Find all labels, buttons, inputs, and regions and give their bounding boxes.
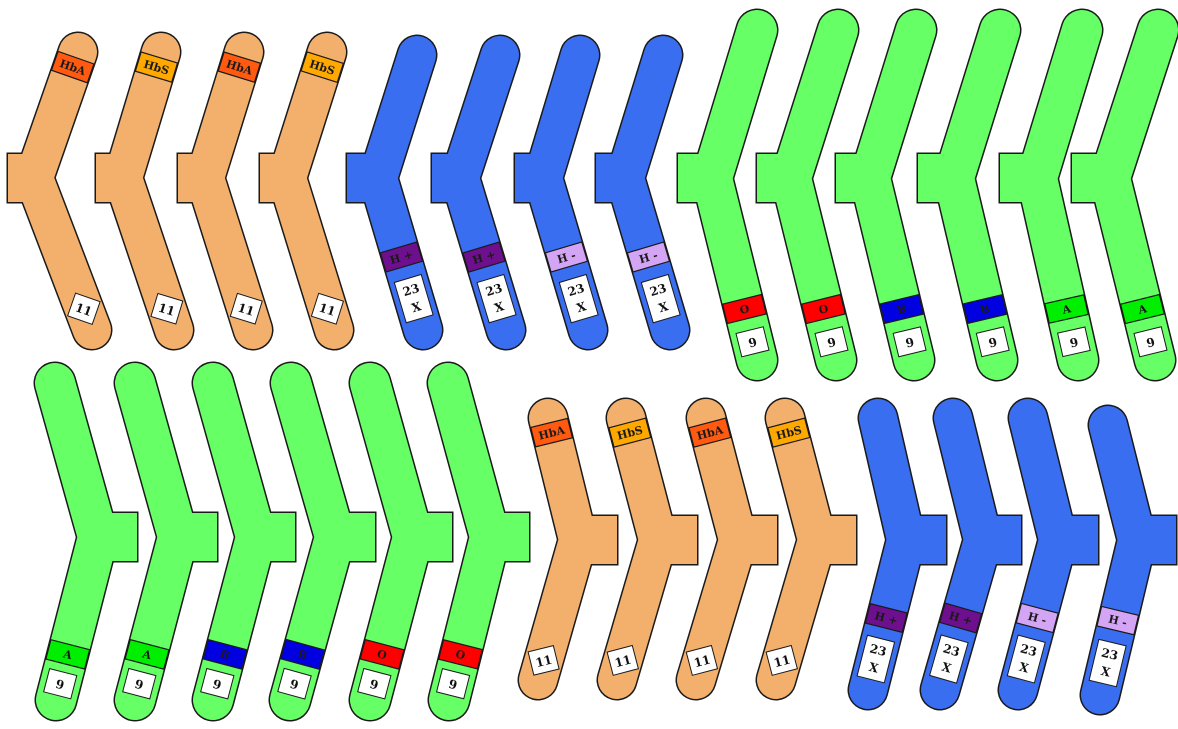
chromosome-6: H +23X: [431, 55, 516, 330]
chromosome-7: H -23X: [514, 55, 599, 330]
chromosome-1: HbA11: [7, 51, 101, 330]
chromosome-8: H -23X: [595, 55, 681, 330]
chromosome-11: B9: [835, 30, 927, 360]
chromosome-15: A9: [44, 383, 139, 700]
chromosome-9: O9: [677, 30, 769, 360]
chromosome-arm: [538, 418, 578, 680]
chromosome-arm: [287, 52, 334, 330]
chromosome-arm: [776, 418, 817, 680]
chromosome-10: O9: [756, 30, 848, 360]
chromosome-3: HbA11: [177, 52, 263, 330]
chromosome-24: HbS11: [766, 418, 857, 680]
chromosome-arm: [696, 418, 738, 680]
chromosome-arm: [205, 52, 253, 330]
chromosome-12: B9: [917, 30, 1010, 360]
chromosome-28: H -23X: [1089, 425, 1177, 695]
chromosome-arm: [617, 418, 658, 680]
chromosome-4: HbS11: [259, 52, 344, 330]
chromosome-5: H +23X: [346, 55, 434, 330]
